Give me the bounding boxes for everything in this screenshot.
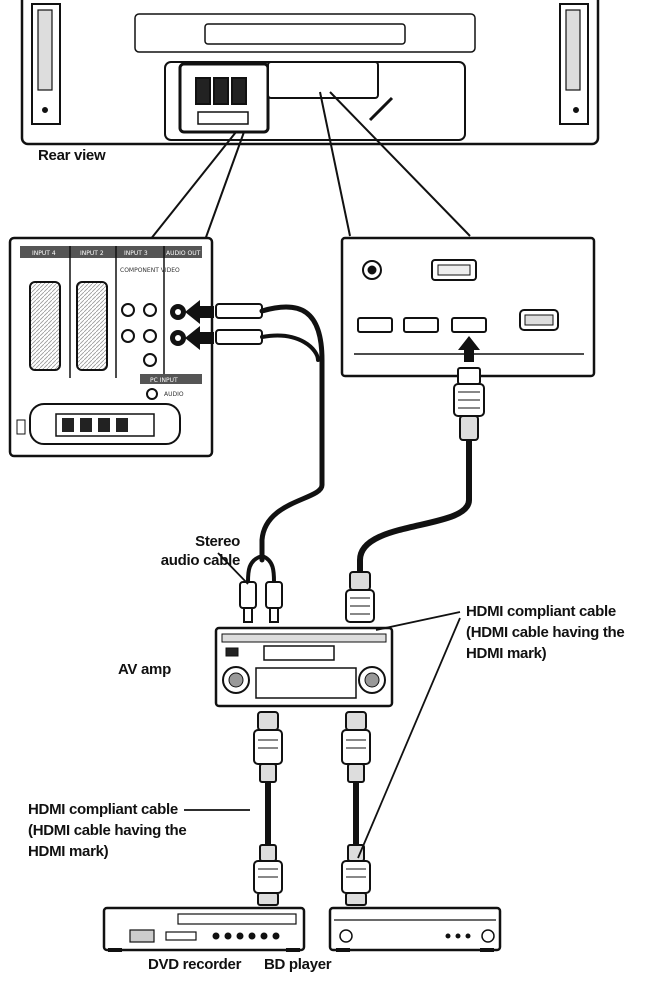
cables bbox=[215, 303, 472, 848]
dvd-recorder-device bbox=[102, 906, 306, 952]
stereo-cable-label-line2: audio cable bbox=[160, 552, 241, 569]
tv-rear-view bbox=[20, 0, 600, 146]
hdmi-cable-right-label-line1: HDMI compliant cable bbox=[466, 603, 616, 620]
bd-player-device bbox=[328, 906, 502, 952]
panel-label-pc-input: PC INPUT bbox=[150, 377, 178, 384]
hdmi-plugs-amp-bottom bbox=[253, 711, 371, 783]
panel-label-input3: INPUT 3 bbox=[124, 250, 148, 257]
rear-view-label: Rear view bbox=[38, 147, 106, 164]
tv-input-panel-zoom: INPUT 4 INPUT 2 INPUT 3 AUDIO OUT COMPON… bbox=[8, 236, 214, 458]
panel-label-audio: AUDIO bbox=[164, 391, 184, 398]
hdmi-cable-left-label-line1: HDMI compliant cable bbox=[28, 801, 178, 818]
av-amp-device bbox=[214, 626, 394, 708]
zoom-lines bbox=[149, 91, 471, 241]
hdmi-plug-tv bbox=[453, 367, 485, 441]
panel-label-input2: INPUT 2 bbox=[80, 250, 104, 257]
stereo-cable-label-line1: Stereo bbox=[195, 533, 240, 550]
connection-arrows bbox=[185, 300, 480, 362]
leader-lines bbox=[184, 552, 461, 859]
hdmi-plugs-players bbox=[253, 844, 371, 906]
panel-label-component: COMPONENT VIDEO bbox=[120, 267, 180, 274]
hdmi-cable-left-label-line3: HDMI mark) bbox=[28, 843, 109, 860]
panel-label-input4: INPUT 4 bbox=[32, 250, 56, 257]
rca-plugs-amp bbox=[239, 581, 283, 623]
bd-player-label: BD player bbox=[264, 956, 332, 973]
hdmi-plug-amp-top bbox=[345, 571, 375, 623]
tv-hdmi-panel-zoom bbox=[340, 236, 596, 378]
hdmi-cable-right-label-line3: HDMI mark) bbox=[466, 645, 547, 662]
hdmi-cable-left-label-line2: (HDMI cable having the bbox=[28, 822, 187, 839]
hdmi-cable-right-label-line2: (HDMI cable having the bbox=[466, 624, 625, 641]
panel-label-audio-out: AUDIO OUT bbox=[166, 250, 201, 257]
dvd-recorder-label: DVD recorder bbox=[148, 956, 242, 973]
av-amp-label: AV amp bbox=[118, 661, 171, 678]
